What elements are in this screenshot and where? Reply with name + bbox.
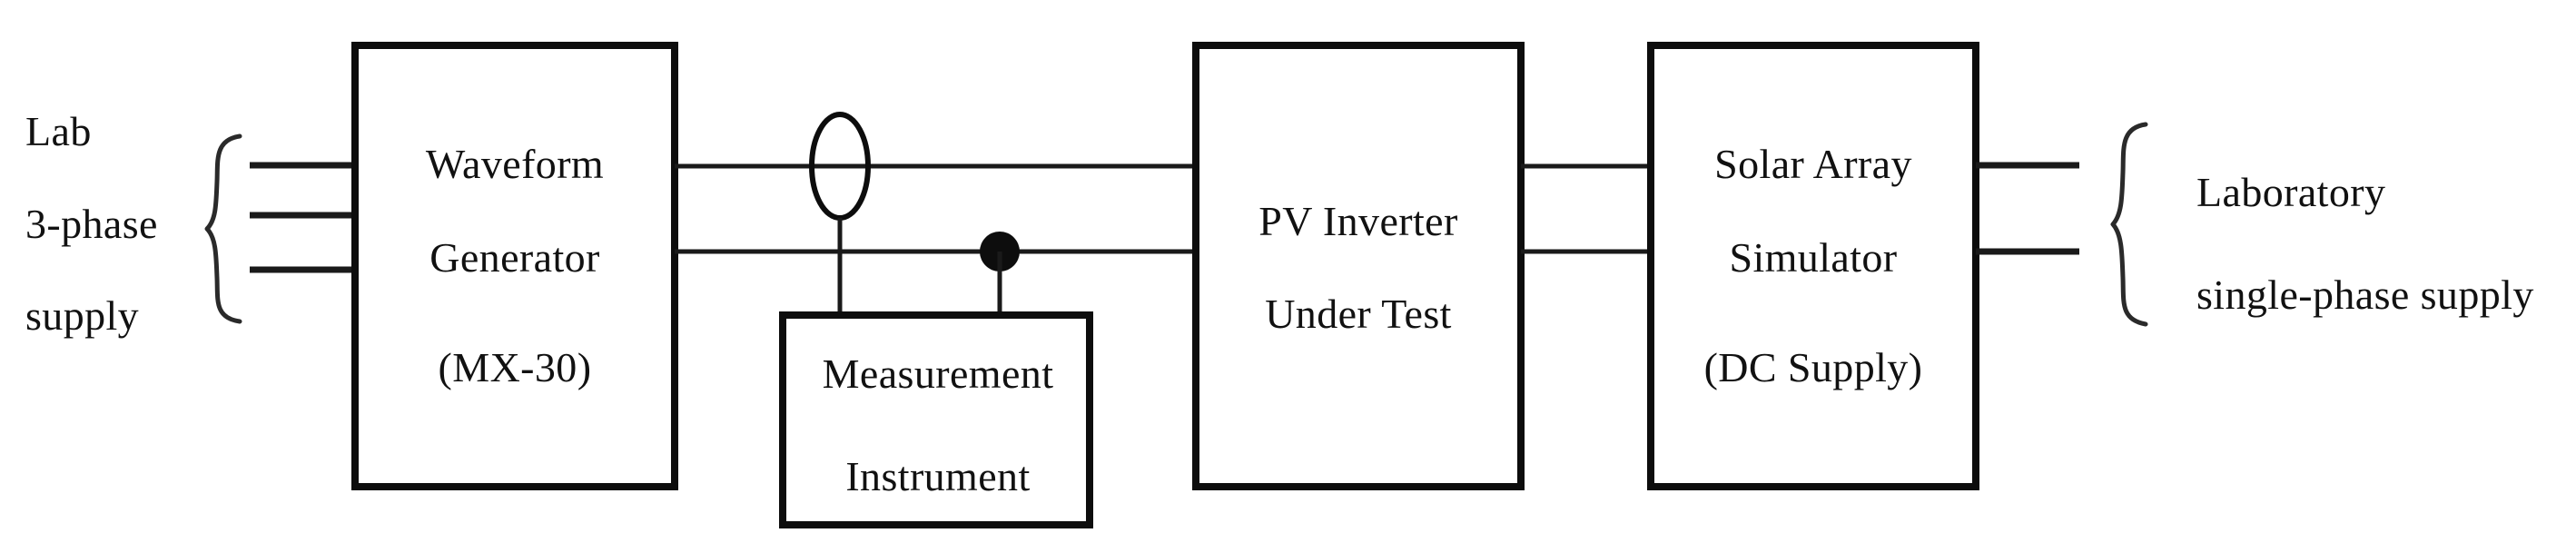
pv-inverter-label: PV Inverter Under Test bbox=[1258, 198, 1457, 337]
measurement-instrument-block bbox=[779, 311, 1093, 528]
pv-inverter-line-1: PV Inverter bbox=[1258, 198, 1457, 244]
right-label-line-1: Laboratory bbox=[2196, 169, 2385, 215]
solar-array-simulator-block bbox=[1647, 42, 1979, 490]
three-phase-input-wires bbox=[250, 162, 355, 273]
inverter-to-simulator-wires bbox=[1521, 163, 1651, 254]
measurement-instrument-label: Measurement Instrument bbox=[823, 350, 1054, 499]
solar-array-simulator-line-2: Simulator bbox=[1729, 234, 1897, 281]
left-curly-brace-icon bbox=[204, 133, 242, 324]
pv-inverter-line-2: Under Test bbox=[1265, 291, 1452, 337]
left-label-line-1: Lab bbox=[25, 108, 92, 154]
measurement-instrument-line-2: Instrument bbox=[845, 453, 1030, 499]
lab-three-phase-supply-label: Lab 3-phase supply bbox=[25, 108, 158, 339]
solar-array-simulator-label: Solar Array Simulator (DC Supply) bbox=[1704, 141, 1923, 390]
waveform-generator-label: Waveform Generator (MX-30) bbox=[426, 141, 604, 390]
left-label-line-2: 3-phase bbox=[25, 201, 158, 247]
waveform-generator-line-2: Generator bbox=[429, 234, 600, 281]
waveform-generator-block bbox=[351, 42, 678, 490]
right-label-line-2: single-phase supply bbox=[2196, 272, 2534, 318]
left-label-line-3: supply bbox=[25, 292, 139, 339]
measurement-instrument-line-1: Measurement bbox=[823, 350, 1054, 397]
waveform-generator-line-3: (MX-30) bbox=[439, 344, 592, 390]
single-phase-output-wires bbox=[1976, 162, 2079, 255]
waveform-generator-line-1: Waveform bbox=[426, 141, 604, 187]
right-curly-brace-icon bbox=[2110, 122, 2148, 327]
laboratory-single-phase-supply-label: Laboratory single-phase supply bbox=[2196, 169, 2534, 318]
pv-inverter-block bbox=[1192, 42, 1525, 490]
solar-array-simulator-line-3: (DC Supply) bbox=[1704, 344, 1923, 390]
generator-to-inverter-wires bbox=[675, 163, 1196, 254]
solar-array-simulator-line-1: Solar Array bbox=[1714, 141, 1912, 187]
